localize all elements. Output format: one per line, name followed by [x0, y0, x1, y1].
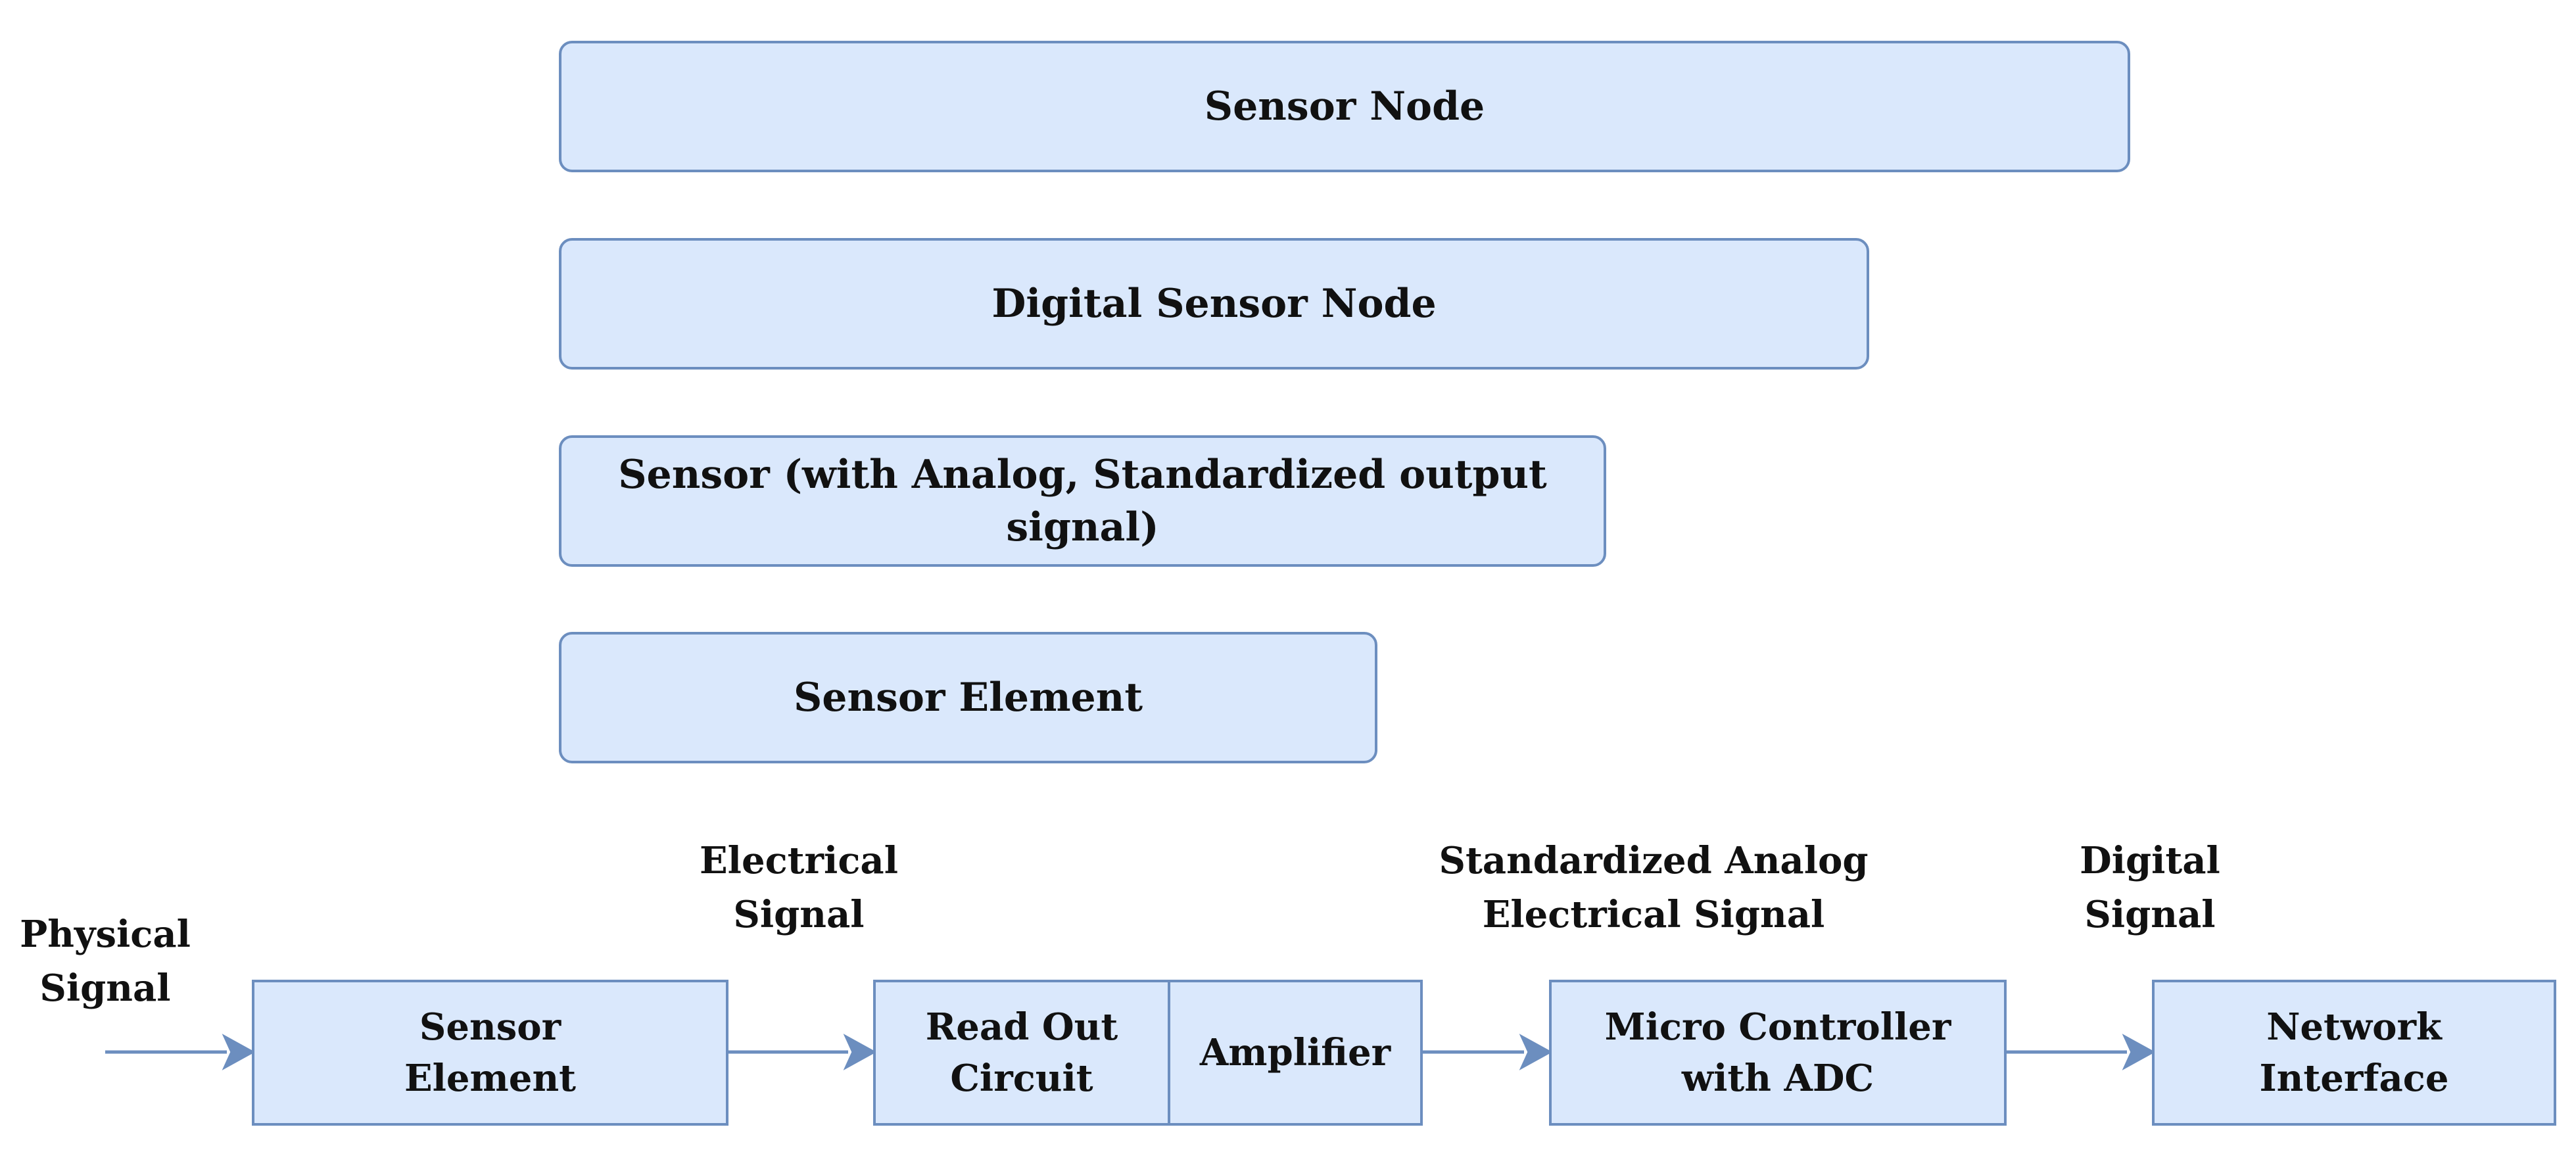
layer-sensor-analog-label: Sensor (with Analog, Standardized output…: [618, 452, 1547, 550]
layer-sensor-analog: Sensor (with Analog, Standardized output…: [559, 435, 1606, 567]
arrowhead-mcu-to-network: [2122, 1034, 2156, 1070]
block-network-interface: Network Interface: [2152, 980, 2556, 1126]
block-amplifier: Amplifier: [1168, 980, 1423, 1126]
layer-sensor-node-label: Sensor Node: [1204, 84, 1485, 130]
layer-sensor-element-label: Sensor Element: [793, 675, 1143, 721]
block-read-out-circuit: Read Out Circuit: [873, 980, 1170, 1126]
label-digital-signal: Digital Signal: [2080, 839, 2220, 936]
layer-sensor-node: Sensor Node: [559, 41, 2130, 172]
layer-digital-sensor-node: Digital Sensor Node: [559, 238, 1869, 370]
arrowhead-physical-to-sensor: [222, 1034, 256, 1070]
layer-sensor-element: Sensor Element: [559, 632, 1377, 763]
label-physical-signal: Physical Signal: [20, 913, 191, 1010]
block-micro-controller: Micro Controller with ADC: [1549, 980, 2007, 1126]
arrowhead-amplifier-to-mcu: [1519, 1034, 1553, 1070]
layer-digital-sensor-node-label: Digital Sensor Node: [991, 281, 1437, 327]
arrowhead-sensor-to-readout: [843, 1034, 877, 1070]
block-sensor-element: Sensor Element: [252, 980, 728, 1126]
label-electrical-signal: Electrical Signal: [700, 839, 898, 936]
label-standardized-analog-signal: Standardized Analog Electrical Signal: [1439, 839, 1869, 936]
